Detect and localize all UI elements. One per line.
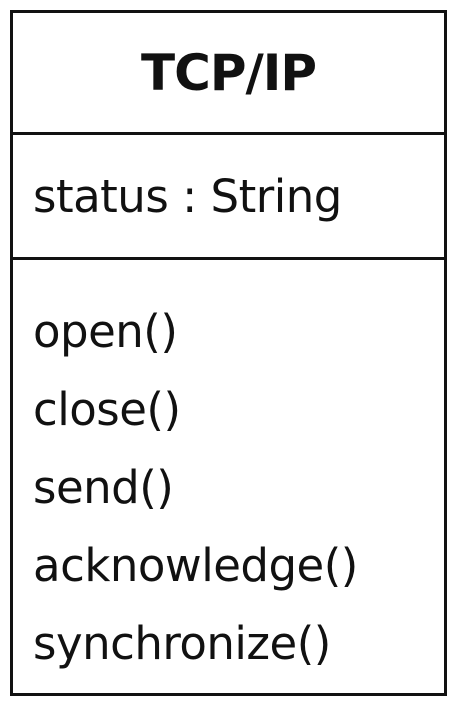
uml-class-box: TCP/IP status : String open() close() se…: [10, 10, 447, 696]
operations-compartment: open() close() send() acknowledge() sync…: [13, 260, 444, 693]
operation-open: open(): [33, 305, 178, 358]
class-name: TCP/IP: [141, 43, 317, 102]
operation-synchronize: synchronize(): [33, 617, 331, 670]
attribute-status: status : String: [33, 169, 342, 223]
operation-send: send(): [33, 461, 174, 514]
operation-acknowledge: acknowledge(): [33, 539, 358, 592]
attributes-compartment: status : String: [13, 135, 444, 260]
class-name-compartment: TCP/IP: [13, 13, 444, 135]
operation-close: close(): [33, 383, 181, 436]
